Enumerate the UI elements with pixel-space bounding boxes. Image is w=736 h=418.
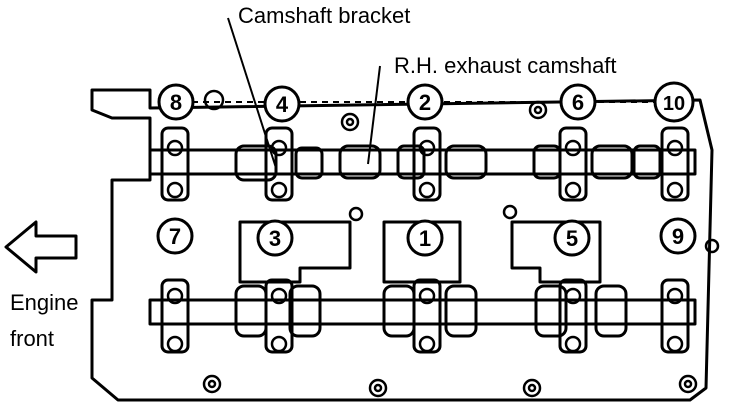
seq-1-circle [406,219,444,257]
cylinder-head-outline [90,88,714,402]
seq-5-number: 5 [566,226,578,251]
seq-4-number: 4 [276,92,289,117]
seq-7-circle [156,217,194,255]
seq-3-number: 3 [269,226,281,251]
seq-6-circle [559,83,597,121]
center-housing-1 [382,220,462,284]
camshaft-bracket-leader [227,17,277,169]
center-housing-3 [238,220,352,284]
rh-exhaust-camshaft-label: R.H. exhaust camshaft [394,53,617,78]
engine-front-label-line2: front [10,326,55,351]
seq-8-circle [157,83,195,121]
seq-2-number: 2 [419,90,431,115]
seq-2-circle [406,83,444,121]
sequence-circles [156,81,697,257]
seq-9-circle [659,217,697,255]
lower-camshaft-brackets [160,278,690,354]
rh-exhaust-camshaft [148,144,697,182]
seq-5-circle [553,219,591,257]
seq-8-number: 8 [170,90,182,115]
camshaft-bracket-label: Camshaft bracket [238,3,411,28]
upper-camshaft-brackets [160,126,690,202]
seq-3-circle [256,219,294,257]
seq-6-number: 6 [572,90,584,115]
rh-exhaust-camshaft-leader [367,65,381,165]
seq-10-circle [653,81,695,123]
seq-7-number: 7 [169,224,181,249]
seq-9-number: 9 [672,224,684,249]
engine-front-arrow [4,220,78,274]
perimeter-bolts [202,89,720,398]
seq-1-number: 1 [419,226,431,251]
center-housing-5 [510,220,602,284]
engine-front-label-line1: Engine [10,290,79,315]
seq-10-number: 10 [663,93,685,115]
cam-cap-bolts [166,139,684,353]
intake-camshaft [148,284,697,338]
seq-4-circle [263,85,301,123]
